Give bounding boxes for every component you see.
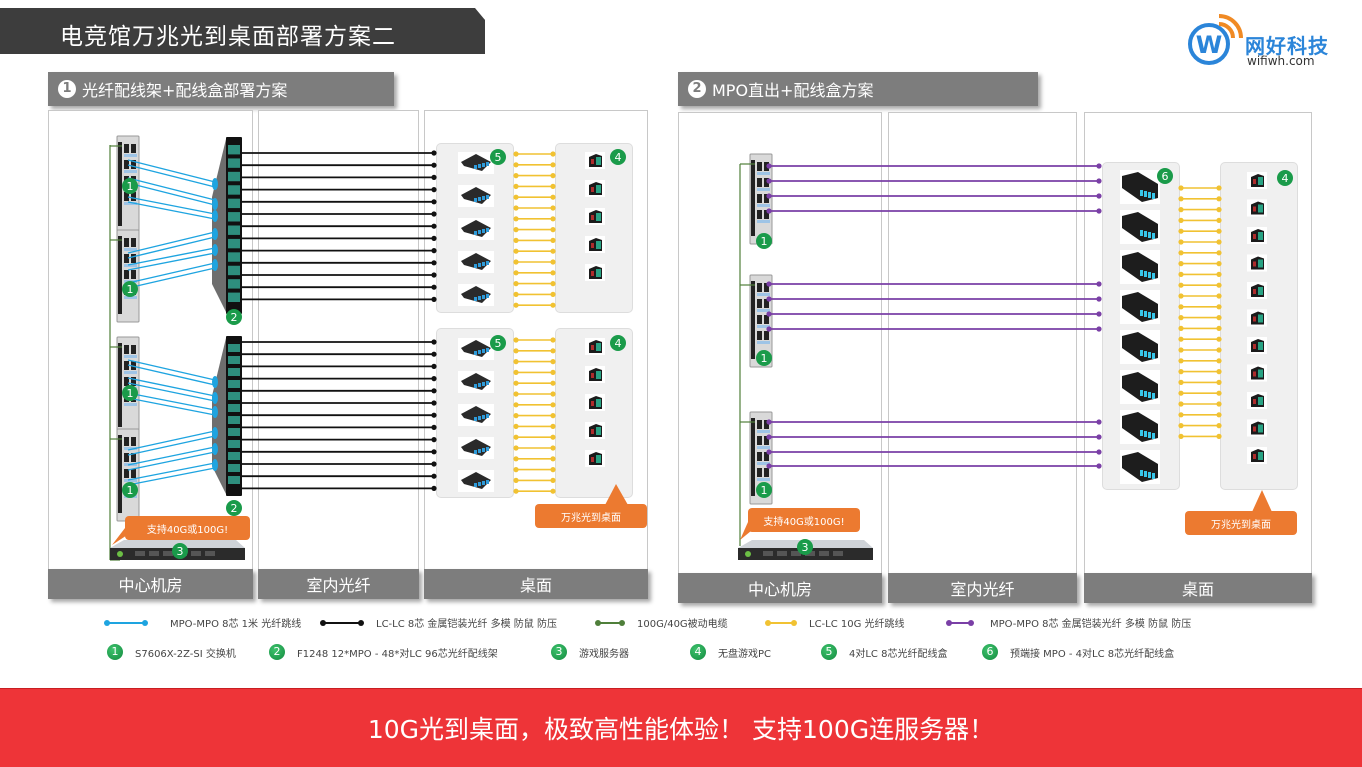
bottom-banner: 10G光到桌面，极致高性能体验！ 支持100G连服务器！ <box>0 688 1362 767</box>
legend-device-2: 2 F1248 12*MPO - 48*对LC 96芯光纤配线架 <box>269 644 498 660</box>
badge-6-icon: 6 <box>982 644 998 660</box>
scheme1-box-group-top <box>436 143 514 313</box>
legend-device-6: 6 预端接 MPO - 4对LC 8芯光纤配线盒 <box>982 644 1174 660</box>
scheme1-server-callout: 支持40G或100G! <box>125 516 250 540</box>
black-line-icon <box>320 619 364 626</box>
scheme1-pc-group-bottom <box>555 328 633 498</box>
badge-4-icon: 4 <box>690 644 706 660</box>
scheme1-zone-indoor-fiber: 室内光纤 <box>258 569 419 599</box>
scheme2-pc-group <box>1220 162 1298 490</box>
badge-3-icon: 3 <box>551 644 567 660</box>
page-title: 电竞馆万兆光到桌面部署方案二 <box>60 24 396 50</box>
legend-device-1: 1 S7606X-2Z-SI 交换机 <box>107 644 236 660</box>
legend-lc-10g: LC-LC 10G 光纤跳线 <box>765 615 905 630</box>
yellow-line-icon <box>765 619 797 626</box>
badge-2-icon: 2 <box>269 644 285 660</box>
scheme2-header: 2 MPO直出+配线盒方案 <box>678 72 1038 106</box>
badge-5-icon: 5 <box>821 644 837 660</box>
page-title-bar: 电竞馆万兆光到桌面部署方案二 <box>0 8 485 54</box>
logo-url: wifiwh.com <box>1247 54 1315 68</box>
badge-1-icon: 1 <box>107 644 123 660</box>
legend-passive-cable: 100G/40G被动电缆 <box>595 615 728 630</box>
scheme1-number: 1 <box>58 80 76 98</box>
svg-text:W: W <box>1196 31 1222 59</box>
legend-label: LC-LC 10G 光纤跳线 <box>809 619 905 630</box>
legend-mpo-armored: MPO-MPO 8芯 金属铠装光纤 多模 防鼠 防压 <box>946 615 1192 630</box>
legend-label: 游戏服务器 <box>579 648 629 660</box>
legend-label: 100G/40G被动电缆 <box>637 619 728 630</box>
legend-label: F1248 12*MPO - 48*对LC 96芯光纤配线架 <box>297 648 498 660</box>
scheme2-zone-center-room: 中心机房 <box>678 573 882 603</box>
scheme2-zone-indoor-fiber: 室内光纤 <box>888 573 1077 603</box>
company-logo: W 网好科技 wifiwh.com <box>1185 10 1355 70</box>
legend-device-3: 3 游戏服务器 <box>551 644 629 660</box>
banner-text: 10G光到桌面，极致高性能体验！ 支持100G连服务器！ <box>367 715 995 744</box>
wifi-logo-icon: W <box>1188 14 1243 65</box>
green-line-icon <box>595 619 625 626</box>
legend-label: MPO-MPO 8芯 1米 光纤跳线 <box>170 619 302 630</box>
scheme2-zone-desktop: 桌面 <box>1084 573 1312 603</box>
scheme2-center-room-panel <box>678 112 882 574</box>
scheme1-title: 光纤配线架+配线盒部署方案 <box>82 81 288 100</box>
legend-lc-armored: LC-LC 8芯 金属铠装光纤 多模 防鼠 防压 <box>320 615 557 630</box>
scheme1-pc-group-top <box>555 143 633 313</box>
scheme1-indoor-fiber-panel <box>258 110 419 572</box>
scheme2-box-group <box>1102 162 1180 490</box>
legend-device-4: 4 无盘游戏PC <box>690 644 771 660</box>
legend-label: 4对LC 8芯光纤配线盒 <box>849 648 948 660</box>
blue-line-icon <box>104 619 148 626</box>
scheme1-box-group-bottom <box>436 328 514 498</box>
purple-line-icon <box>946 619 974 626</box>
scheme2-title: MPO直出+配线盒方案 <box>712 81 874 100</box>
logo-brand: 网好科技 <box>1245 34 1329 58</box>
legend-device-5: 5 4对LC 8芯光纤配线盒 <box>821 644 947 660</box>
scheme1-desk-callout: 万兆光到桌面 <box>535 504 647 528</box>
legend-label: 无盘游戏PC <box>718 648 772 660</box>
scheme2-desk-callout: 万兆光到桌面 <box>1185 511 1297 535</box>
scheme1-zone-desktop: 桌面 <box>424 569 648 599</box>
scheme1-header: 1 光纤配线架+配线盒部署方案 <box>48 72 394 106</box>
legend-label: LC-LC 8芯 金属铠装光纤 多模 防鼠 防压 <box>376 619 557 630</box>
legend-mpo-jumper: MPO-MPO 8芯 1米 光纤跳线 <box>104 615 302 630</box>
legend-label: 预端接 MPO - 4对LC 8芯光纤配线盒 <box>1010 648 1175 660</box>
legend-label: MPO-MPO 8芯 金属铠装光纤 多模 防鼠 防压 <box>990 619 1192 630</box>
legend-label: S7606X-2Z-SI 交换机 <box>135 648 236 660</box>
scheme2-server-callout: 支持40G或100G! <box>748 508 860 532</box>
scheme2-indoor-fiber-panel <box>888 112 1077 574</box>
scheme1-zone-center-room: 中心机房 <box>48 569 253 599</box>
scheme1-center-room-panel <box>48 110 253 572</box>
scheme2-number: 2 <box>688 80 706 98</box>
